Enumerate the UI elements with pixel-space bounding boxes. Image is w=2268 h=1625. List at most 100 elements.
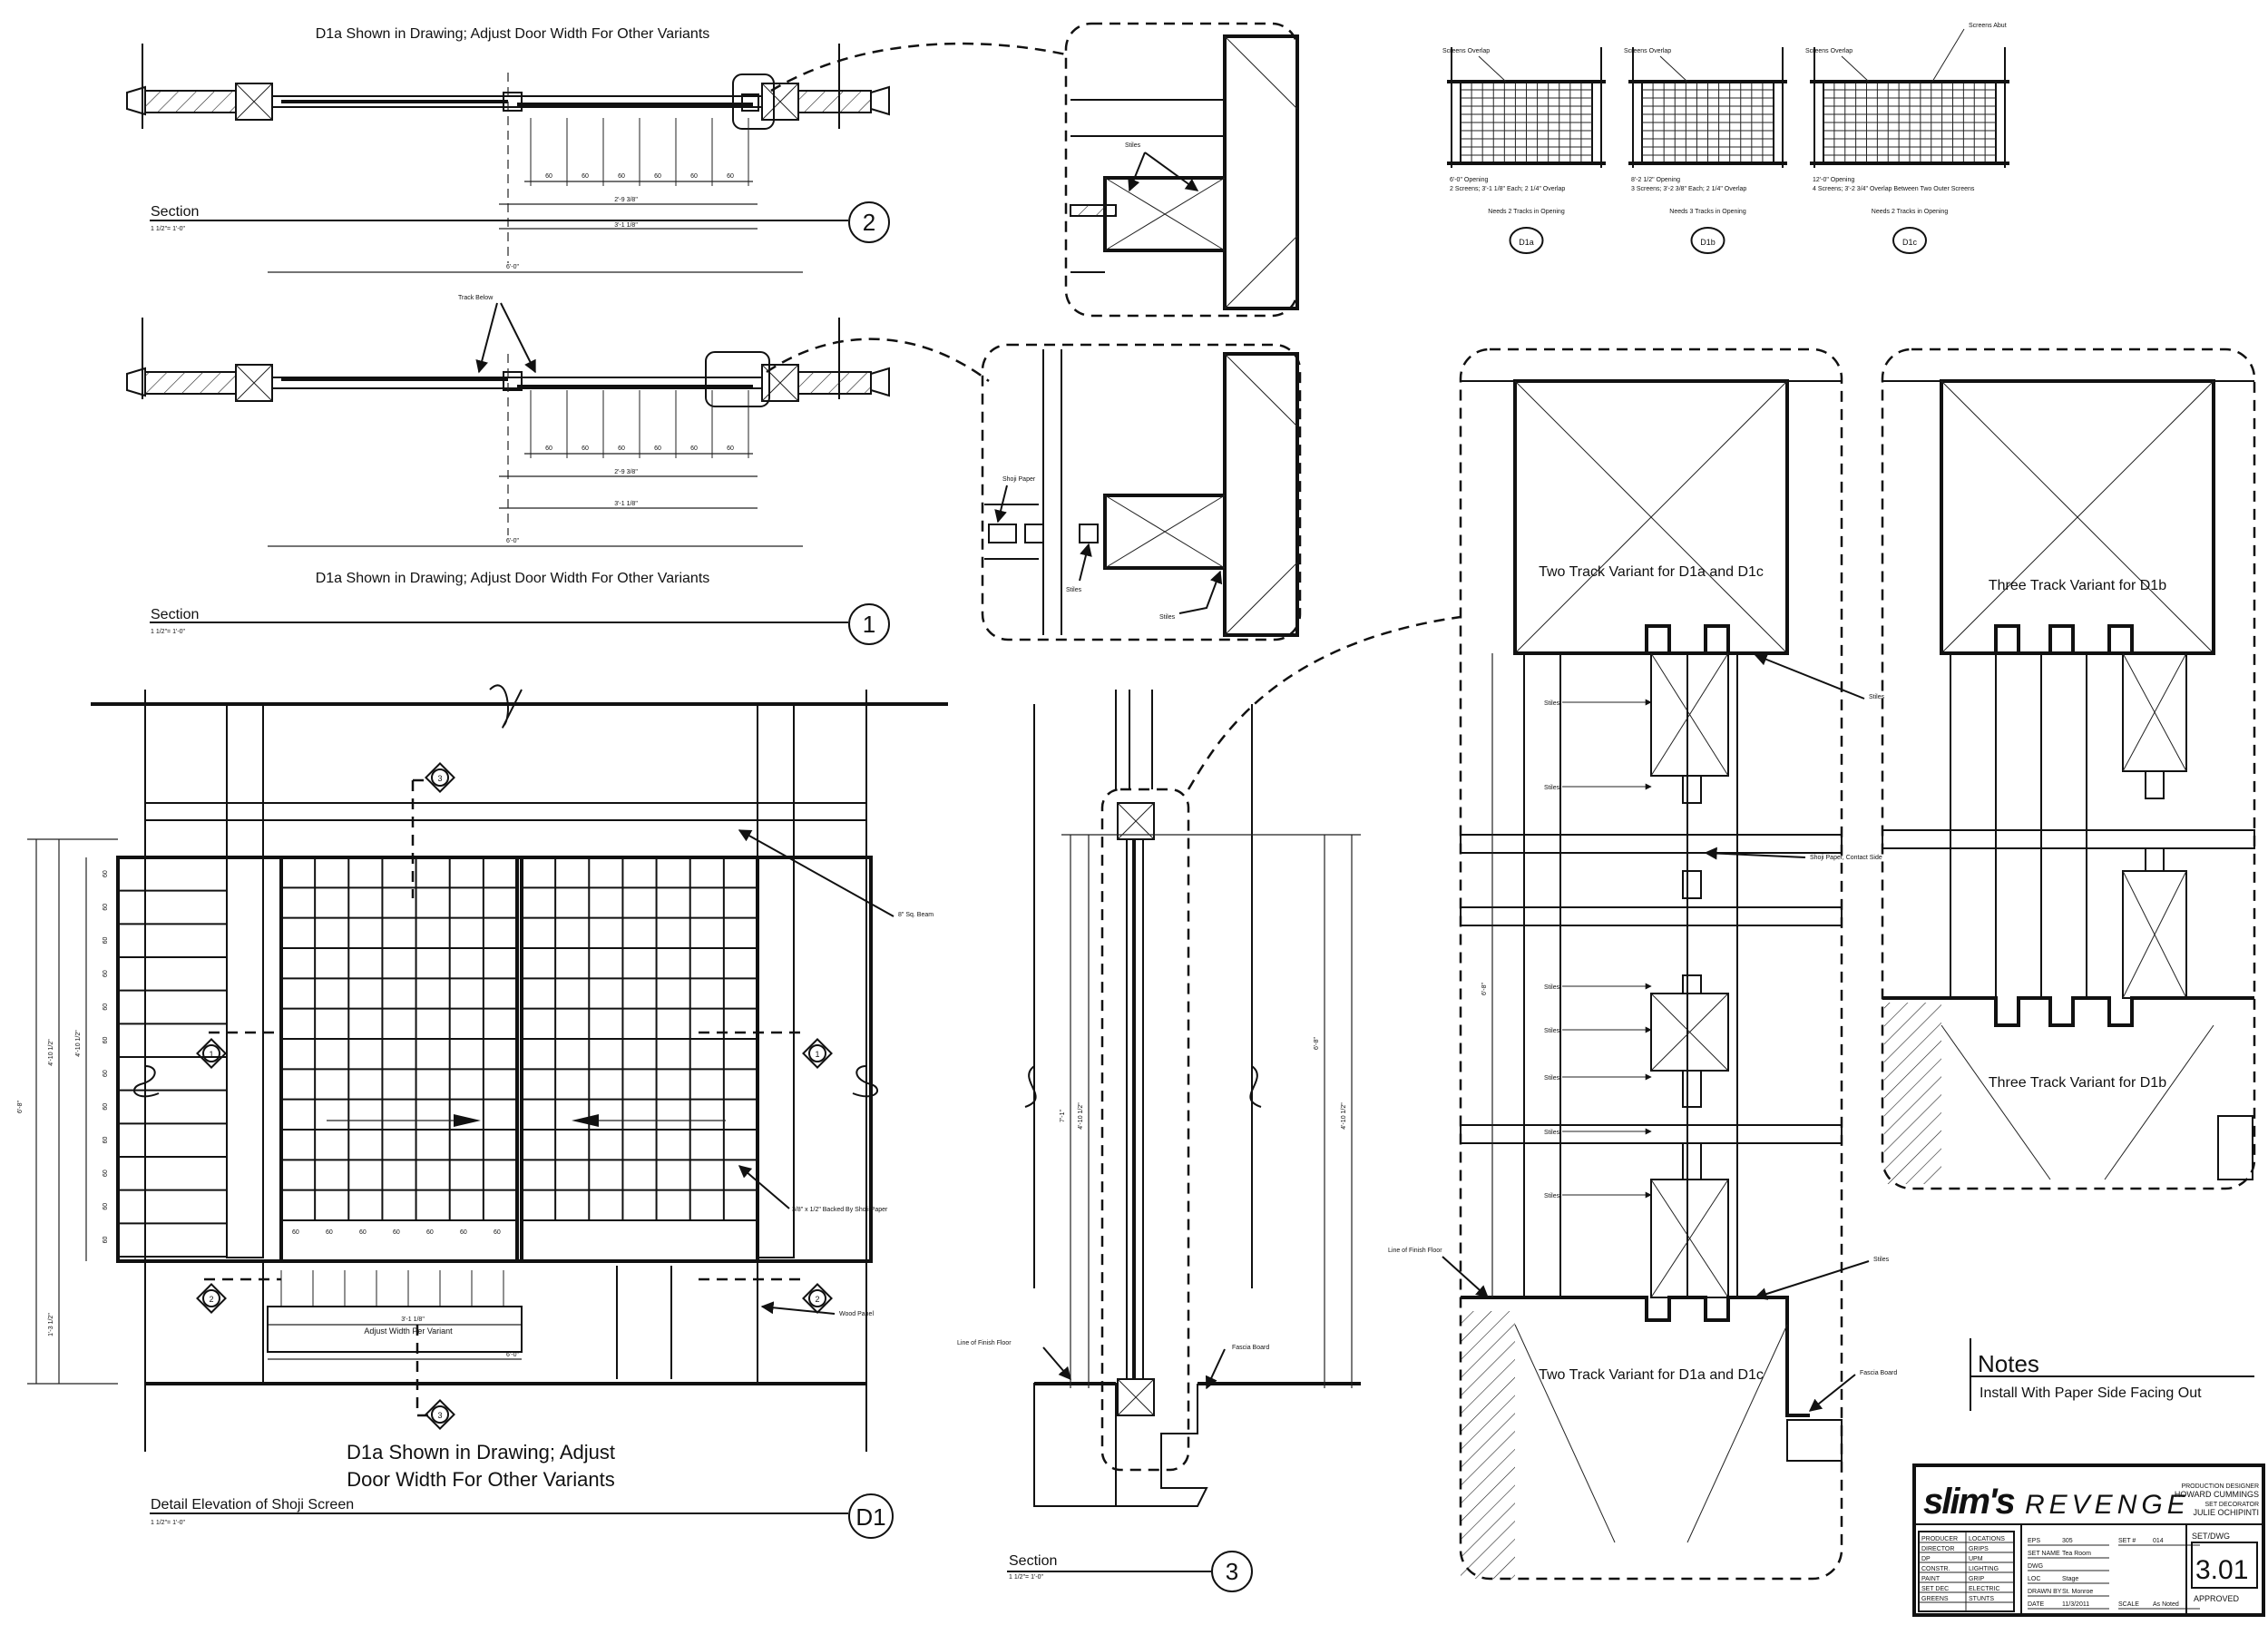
section-2-title: Section [151, 204, 199, 220]
title-field-value: 305 [2062, 1538, 2073, 1544]
section-1-scale: 1 1/2"= 1'-0" [151, 629, 186, 635]
variant-three-b-label: Three Track Variant for D1b [1989, 1075, 2166, 1091]
title-field-value: St. Monroe [2062, 1589, 2093, 1595]
mini-id-marker [1509, 227, 1544, 254]
title-field-value: 014 [2153, 1538, 2164, 1544]
mini-id-marker [1892, 227, 1927, 254]
panel-rail-label: 60 [103, 1103, 109, 1111]
label-track-below: Track Below [458, 295, 494, 301]
section-1-marker [848, 603, 890, 645]
variant-note-bottom-2: Door Width For Other Variants [347, 1468, 614, 1491]
dim-overall-1: 6'-0" [506, 538, 519, 544]
callout-2-right: 2 [699, 1277, 833, 1314]
dim-screen-elev: 3'-1 1/8" [401, 1317, 425, 1323]
title-block: slim's REVENGE PRODUCTION DESIGNERHOWARD… [1912, 1463, 2265, 1617]
label-fascia-track: Fascia Board [1860, 1370, 1897, 1376]
panel-rail-label: 60 [103, 1036, 109, 1043]
panel-rail-label: 60 [103, 1170, 109, 1177]
label-paper-track: Shoji Paper, Contact Side [1810, 855, 1882, 861]
lattice-dim-label: 60 [326, 1229, 333, 1236]
stile-label: Stiles [1544, 1193, 1560, 1199]
stile-label: Stiles [1544, 700, 1560, 707]
dim-overall-2: 6'-0" [506, 264, 519, 270]
callout-3-bottom-num: 3 [437, 1411, 442, 1420]
label-sq-beam: 8" Sq. Beam [898, 912, 934, 918]
variant-two-b-label: Two Track Variant for D1a and D1c [1539, 1367, 1764, 1383]
label-fascia-s3: Fascia Board [1232, 1345, 1269, 1351]
dept-cell: GRIPS [1969, 1546, 1989, 1552]
stile-label-list: StilesStilesStilesStilesStilesStilesStil… [1544, 699, 1652, 1199]
title-logo: slim's [1923, 1482, 2015, 1522]
plan-tick-label: 60 [545, 445, 552, 452]
notes-title: Notes [1978, 1350, 2039, 1377]
dept-cell: PAINT [1921, 1576, 1941, 1582]
mini-id: D1c [1902, 238, 1918, 247]
track-variant-two: Two Track Variant for D1a and D1c Two Tr… [1388, 348, 1897, 1581]
section-2-number: 2 [863, 209, 875, 236]
set-dwg-label: SET/DWG [2192, 1532, 2230, 1541]
panel-rail-label: 60 [103, 1136, 109, 1143]
title-field-key: EPS [2028, 1538, 2040, 1544]
mini-line2: 4 Screens; 3'-2 3/4" Overlap Between Two… [1813, 186, 1975, 192]
mini-line1: 12'-0" Opening [1813, 177, 1854, 183]
dim-screen-1: 3'-1 1/8" [614, 501, 638, 507]
label-stiles-top: Stiles [1125, 142, 1141, 149]
dim-height-upper: 4'-10 1/2" [48, 1039, 54, 1066]
title-field-value: Tea Room [2062, 1551, 2091, 1557]
dim-lattice-2: 2'-9 3/8" [614, 197, 638, 203]
variant-two-a-label: Two Track Variant for D1a and D1c [1539, 564, 1764, 580]
dept-cell: CONSTR. [1921, 1566, 1950, 1572]
dept-cell: LOCATIONS [1969, 1536, 2005, 1542]
dim-height-screen: 4'-10 1/2" [75, 1030, 82, 1057]
dept-cell: LIGHTING [1969, 1566, 1999, 1572]
plan-tick-label: 60 [727, 173, 734, 180]
mini-id: D1a [1519, 238, 1534, 247]
section-1-title: Section [151, 607, 199, 622]
label-finish-floor-s3: Line of Finish Floor [957, 1340, 1012, 1346]
title-field-key: SCALE [2118, 1601, 2139, 1608]
panel-rail-label: 60 [103, 1203, 109, 1210]
dept-cell: SET DEC [1921, 1586, 1949, 1592]
dept-cell: DIRECTOR [1921, 1546, 1954, 1552]
dim-track-height: 6'-8" [1481, 983, 1488, 995]
section-2-marker [848, 201, 890, 243]
plan-tick-label: 60 [582, 445, 589, 452]
plan-tick-label: 60 [690, 173, 698, 180]
mini-leader [1841, 55, 1870, 83]
title-field-key: DWG [2028, 1563, 2043, 1570]
notes-body: Install With Paper Side Facing Out [1980, 1385, 2202, 1401]
plan-tick-label: 60 [618, 445, 625, 452]
callout-1-right: 1 [699, 1031, 833, 1069]
sheet-number: 3.01 [2195, 1555, 2248, 1585]
dim-height-lower: 1'-3 1/2" [48, 1313, 54, 1336]
title-field-key: DATE [2028, 1601, 2044, 1608]
mini-line3: Needs 3 Tracks in Opening [1669, 209, 1746, 215]
mini-label-overlap: Screens Overlap [1442, 48, 1490, 54]
section-2-scale: 1 1/2"= 1'-0" [151, 226, 186, 232]
dim-s3-a: 7'-1" [1060, 1110, 1066, 1122]
lattice-dim-label: 60 [494, 1229, 501, 1236]
title-field-value: As Noted [2153, 1601, 2179, 1608]
section-d1-marker [848, 1493, 894, 1539]
panel-rail-label: 60 [103, 870, 109, 877]
plan-tick-label: 60 [654, 445, 661, 452]
stile-label: Stiles [1544, 785, 1560, 791]
plan-tick-label: 60 [618, 173, 625, 180]
title-role: HOWARD CUMMINGS [2175, 1490, 2259, 1499]
sheet-status: APPROVED [2194, 1594, 2240, 1603]
dept-cell: GREENS [1921, 1596, 1949, 1602]
callout-1-left: 1 [196, 1031, 281, 1069]
dim-s3-b: 4'-10 1/2" [1078, 1102, 1084, 1130]
dim-height-total: 6'-8" [17, 1101, 24, 1113]
dim-overall-elev: 6'-0" [506, 1352, 519, 1358]
mini-id-marker [1690, 227, 1725, 254]
stile-label: Stiles [1544, 1028, 1560, 1034]
